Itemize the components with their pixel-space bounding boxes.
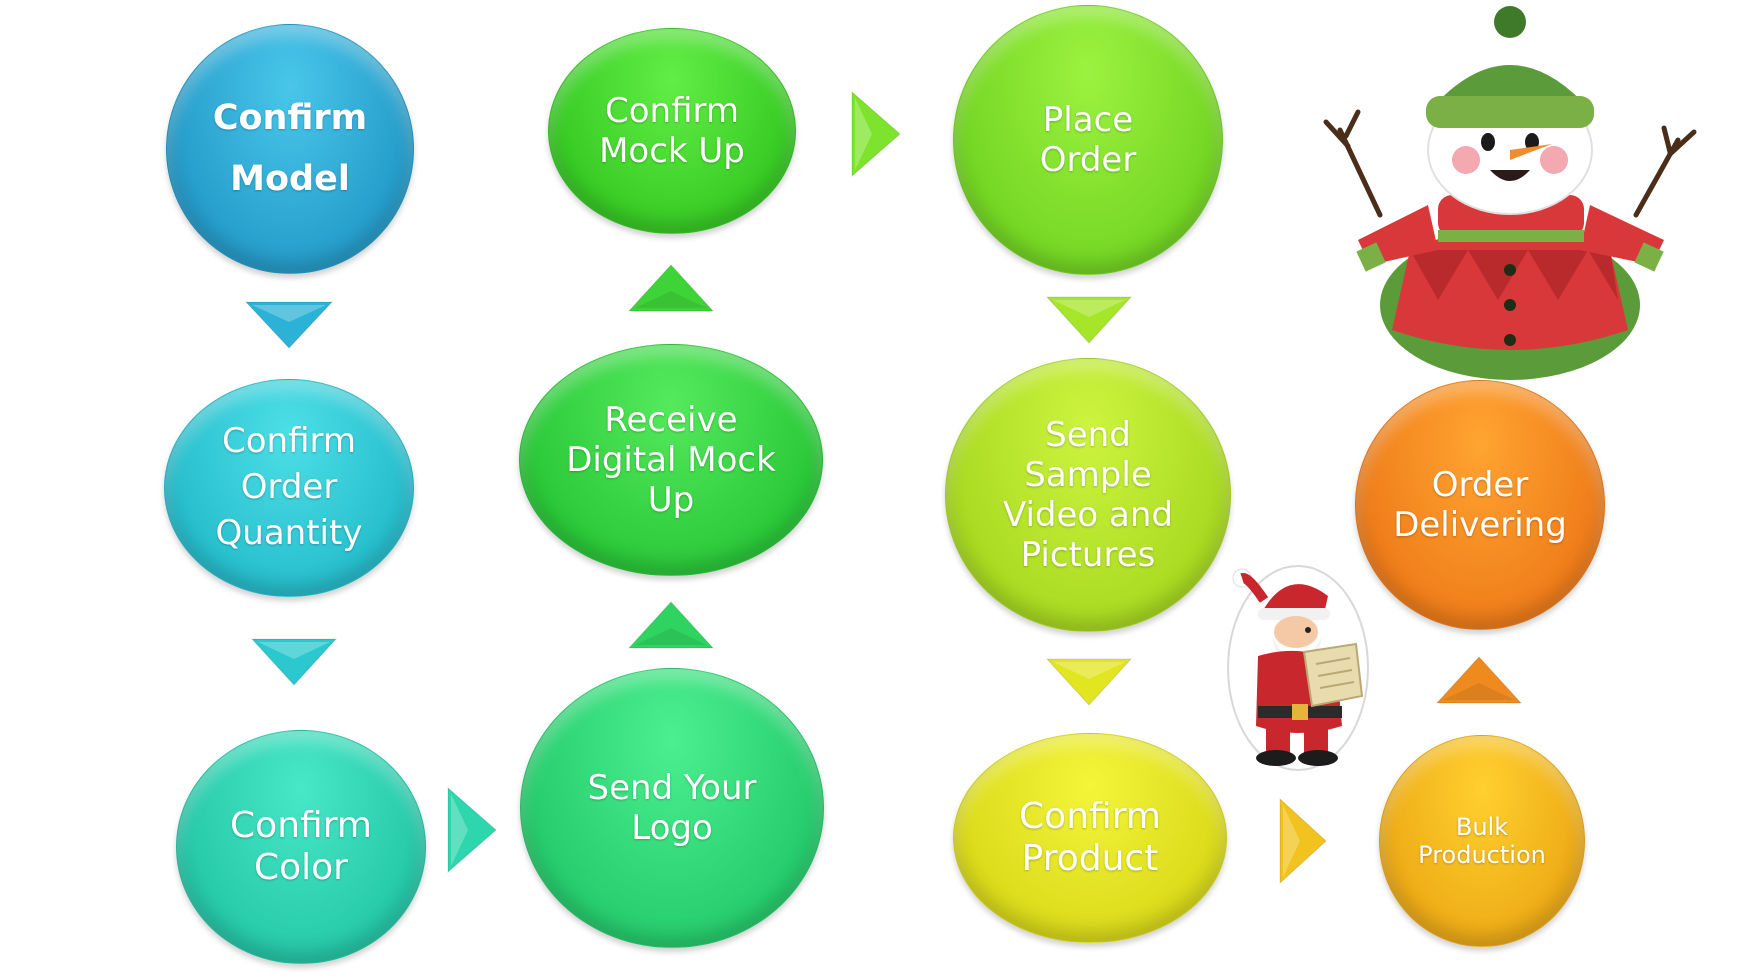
arrow-receive-to-confirm-mock [627,264,715,312]
node-confirm-product: Confirm Product [953,733,1227,943]
node-confirm-color: Confirm Color [176,730,426,964]
arrow-logo-to-receive [627,601,715,649]
arrow-mock-to-place-order [851,90,901,178]
arrow-color-to-logo [447,786,497,874]
snowman-icon [1323,6,1697,380]
santa-icon [1227,565,1369,771]
node-order-delivering: Order Delivering [1355,380,1605,630]
node-confirm-model: Confirm Model [166,24,414,274]
arrow-product-to-bulk [1279,797,1327,885]
node-confirm-order-quantity: Confirm Order Quantity [164,379,414,597]
node-bulk-production: Bulk Production [1379,735,1585,947]
arrow-sample-to-product [1045,658,1133,706]
arrow-bulk-to-delivering [1435,656,1523,704]
node-place-order: Place Order [953,5,1223,275]
arrow-quantity-to-color [250,638,338,686]
node-send-sample-video-and-pictures: Send Sample Video and Pictures [945,358,1231,632]
arrow-place-to-sample [1045,296,1133,344]
node-confirm-mock-up: Confirm Mock Up [548,28,796,234]
node-send-your-logo: Send Your Logo [520,668,824,948]
node-receive-digital-mock-up: Receive Digital Mock Up [519,344,823,576]
arrow-model-to-quantity [244,301,334,349]
